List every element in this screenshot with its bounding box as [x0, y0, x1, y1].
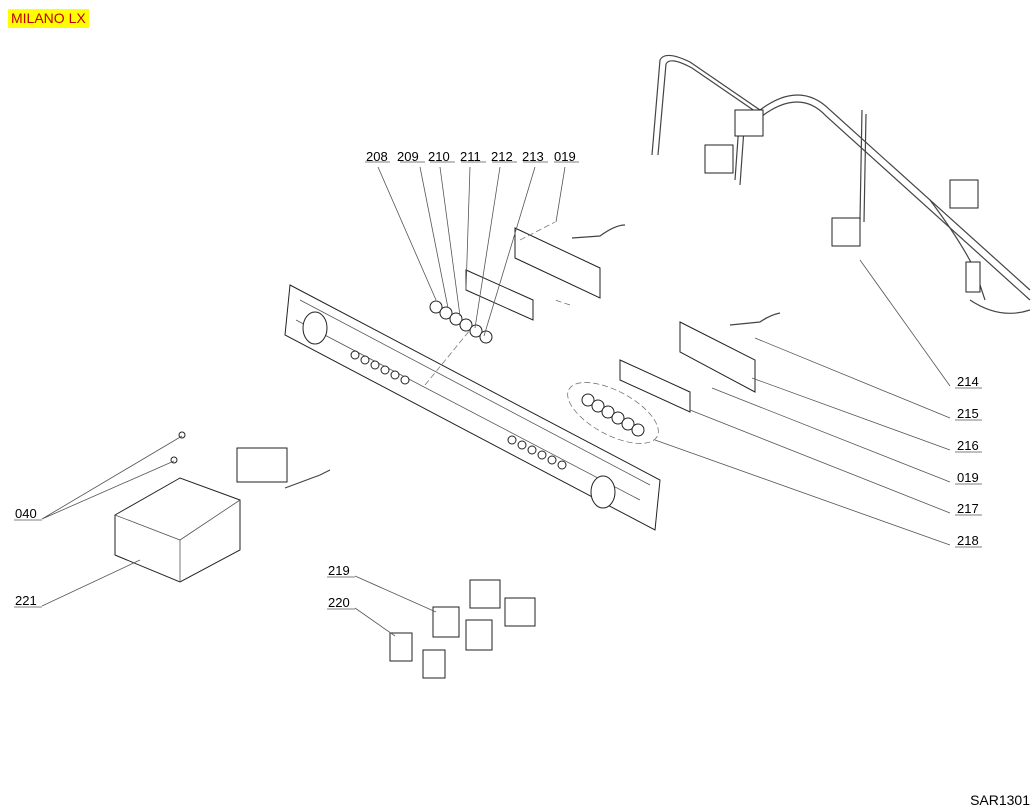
- panel-button-hole: [507, 435, 517, 445]
- upper-button-module: [424, 221, 626, 386]
- panel-button-hole: [557, 460, 567, 470]
- panel-button-hole: [380, 365, 390, 375]
- knob: [449, 312, 463, 326]
- panel-button-hole: [390, 370, 400, 380]
- panel-button-hole: [537, 450, 547, 460]
- part-label-212: 212: [491, 149, 513, 164]
- panel-button-hole: [360, 355, 370, 365]
- part-label-019-right: 019: [957, 470, 979, 485]
- part-label-216: 216: [957, 438, 979, 453]
- part-label-214: 214: [957, 374, 979, 389]
- part-label-215: 215: [957, 406, 979, 421]
- control-box: [114, 431, 331, 583]
- wiring-harness: [651, 54, 1031, 314]
- panel-button-hole: [350, 350, 360, 360]
- switches: [389, 579, 536, 679]
- part-label-208: 208: [366, 149, 388, 164]
- part-label-211: 211: [460, 149, 481, 164]
- knob: [459, 318, 473, 332]
- panel-button-hole: [517, 440, 527, 450]
- knob: [439, 306, 453, 320]
- part-label-210: 210: [428, 149, 450, 164]
- knob: [621, 417, 635, 431]
- knob: [611, 411, 625, 425]
- part-label-209: 209: [397, 149, 419, 164]
- knob: [479, 330, 493, 344]
- part-label-220: 220: [328, 595, 350, 610]
- panel-button-hole: [527, 445, 537, 455]
- part-label-213: 213: [522, 149, 544, 164]
- knob: [591, 399, 605, 413]
- knob: [601, 405, 615, 419]
- part-label-217: 217: [957, 501, 979, 516]
- lower-button-module: [567, 312, 781, 444]
- panel-button-hole: [400, 375, 410, 385]
- leader-lines: [14, 161, 982, 637]
- part-label-219: 219: [328, 563, 350, 578]
- part-label-221: 221: [15, 593, 37, 608]
- part-label-019-top: 019: [554, 149, 576, 164]
- knob: [469, 324, 483, 338]
- knob: [581, 393, 595, 407]
- drawing-code: SAR1301: [970, 792, 1030, 808]
- front-panel: [284, 284, 661, 531]
- knob: [631, 423, 645, 437]
- knob: [429, 300, 443, 314]
- model-title: MILANO LX: [8, 9, 89, 28]
- panel-button-hole: [547, 455, 557, 465]
- part-label-218: 218: [957, 533, 979, 548]
- part-label-040: 040: [15, 506, 37, 521]
- panel-button-hole: [370, 360, 380, 370]
